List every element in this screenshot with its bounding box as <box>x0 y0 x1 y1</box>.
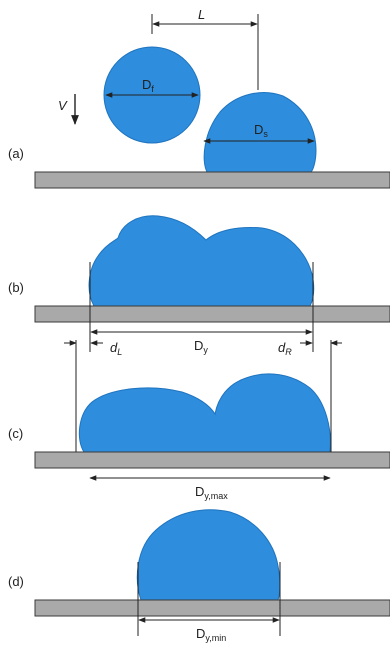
final-droplet-d <box>136 509 281 601</box>
panel-c-label: (c) <box>8 426 23 441</box>
l-label: L <box>198 7 205 22</box>
dy-label: Dy <box>194 338 208 355</box>
panel-a: L Df V Ds (a) <box>8 7 390 189</box>
substrate-d <box>34 599 390 617</box>
dymin-label: Dy,min <box>196 626 226 643</box>
substrate-c <box>34 451 390 469</box>
dl-label: dL <box>110 340 122 357</box>
panel-c: (c) Dy,max <box>8 340 390 501</box>
substrate-b <box>34 305 390 323</box>
df-label: Df <box>142 77 154 94</box>
panel-d: (d) Dy,min <box>8 509 390 643</box>
sessile-droplet <box>203 92 317 173</box>
panel-a-label: (a) <box>8 146 24 161</box>
panel-d-label: (d) <box>8 574 24 589</box>
panel-b-label: (b) <box>8 280 24 295</box>
dr-label: dR <box>278 340 292 357</box>
ds-label: Ds <box>254 122 268 139</box>
merged-droplet-c <box>78 373 331 453</box>
substrate-a <box>34 171 390 189</box>
dymax-label: Dy,max <box>195 484 228 501</box>
velocity-label: V <box>58 98 68 113</box>
panel-b: (b) Dy dL dR <box>8 215 390 357</box>
merged-droplet-b <box>88 215 315 307</box>
